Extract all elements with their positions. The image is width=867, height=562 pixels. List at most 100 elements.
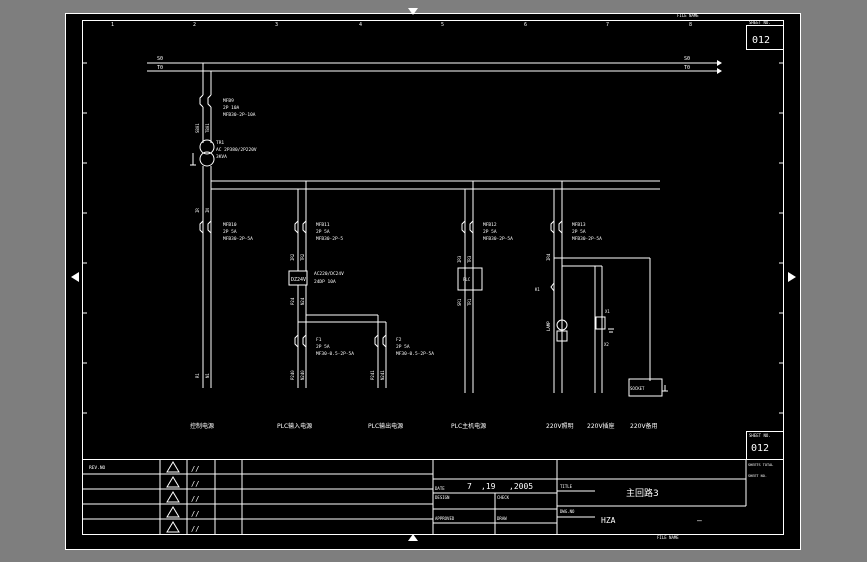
component-label: 3KVA: [216, 154, 227, 160]
wire-number: IR3: [457, 255, 462, 263]
sheet-no: 012: [752, 35, 770, 46]
circuit-caption: PLC输入电源: [277, 422, 312, 430]
bus-label: S0: [157, 56, 163, 62]
component-label: 2P 5A: [223, 229, 237, 235]
revision-mark: //: [191, 525, 199, 533]
component-label: AC220/DC24V: [314, 271, 344, 277]
breaker-mfb13: [550, 220, 563, 234]
wire-number: TR3: [467, 255, 472, 263]
sheet-count-label: SHEETS TOTAL: [748, 463, 773, 467]
sheet-no-label: SHEET NO.: [749, 20, 771, 25]
component-label: MFB30-2P-10A: [223, 112, 256, 118]
column-number: 8: [689, 22, 692, 28]
circuit-caption: PLC主机电源: [451, 422, 486, 430]
component-label: MFB10: [223, 222, 237, 228]
component-label: 2P 5A: [396, 344, 410, 350]
scroll-down-arrow-icon[interactable]: [408, 534, 418, 541]
file-name-label: FILE NAME: [657, 535, 679, 540]
wire-number: P241: [370, 370, 375, 380]
revision-mark: //: [191, 480, 199, 488]
circuit-caption: PLC输出电源: [368, 422, 403, 430]
schematic-drawing: 1 2 3 4 5 6 7 8 SHEET NO. 012 SHEET NO. …: [65, 13, 801, 550]
sheet-no: 012: [751, 443, 769, 454]
component-label: 2P 5A: [483, 229, 497, 235]
scroll-up-arrow-icon[interactable]: [408, 8, 418, 15]
revision-mark: //: [191, 510, 199, 518]
scroll-left-arrow-icon[interactable]: [71, 272, 79, 282]
fuse-f1: [294, 334, 307, 348]
outer-frame: [65, 13, 801, 550]
date-year: ,2005: [509, 482, 533, 491]
sheet-no-label: SHEET NO.: [749, 433, 771, 438]
revision-header: REV.NO: [89, 465, 106, 471]
breaker-mfb10: [199, 220, 212, 234]
design-label: DESIGN: [435, 495, 450, 500]
component-label: 2P 10A: [223, 105, 240, 111]
socket-box: [628, 378, 663, 397]
circuit-caption: 220V照明: [546, 423, 574, 430]
bus-label: T0: [684, 65, 690, 71]
component-label: 2P 5A: [316, 344, 330, 350]
circuit-caption: 220V插座: [587, 422, 615, 430]
scroll-right-arrow-icon[interactable]: [788, 272, 796, 282]
revision-triangles: [166, 461, 180, 533]
wire-number: N241: [380, 370, 385, 380]
column-number: 4: [359, 22, 362, 28]
component-label: 2P 5A: [572, 229, 586, 235]
bus-label: T0: [157, 65, 163, 71]
column-number: 7: [606, 22, 609, 28]
title-block-grid: [82, 459, 784, 535]
approved-label: APPROVED: [435, 516, 455, 521]
circuit-caption: 220V备用: [630, 422, 658, 430]
date-month: 7: [467, 482, 472, 491]
column-number: 3: [275, 22, 278, 28]
wire-number: N1: [205, 373, 210, 378]
component-label: MFB30-2P-5: [316, 236, 343, 242]
component-label: MFB30-2P-5A: [483, 236, 513, 242]
plc-box-label: PLC: [463, 277, 471, 282]
wire-number: R1: [195, 373, 200, 378]
wire-number: N24: [300, 297, 305, 305]
column-number: 6: [524, 22, 527, 28]
wire-number: K1: [535, 287, 540, 292]
breaker-mfb11: [294, 220, 307, 234]
revision-mark: //: [191, 495, 199, 503]
breaker-mfb12: [461, 220, 474, 234]
wire-number: X1: [605, 309, 610, 314]
socket-outlet-symbol: [595, 316, 614, 333]
wire-number: IN: [205, 208, 210, 213]
file-name-label: FILE NAME: [677, 13, 699, 18]
socket-box-label: SOCKET: [630, 386, 645, 391]
component-label: 2P 5A: [316, 229, 330, 235]
column-number: 1: [111, 22, 114, 28]
column-number: 2: [193, 22, 196, 28]
sheet-count-sub: SHEET NO.: [748, 474, 767, 478]
drawing-no-suffix: —: [697, 516, 702, 525]
wire-number: P24: [290, 297, 295, 305]
component-label: F1: [316, 337, 322, 343]
column-number: 5: [441, 22, 444, 28]
wire-number: IR: [195, 208, 200, 213]
bus-t0-arrow: [717, 68, 722, 74]
wire-number: X2: [604, 342, 609, 347]
component-label: MFB11: [316, 222, 330, 228]
wire-number: IR2: [290, 253, 295, 261]
wire-number: SR1: [457, 298, 462, 306]
wire-number: LAMP: [546, 321, 551, 331]
component-label: MFB13: [572, 222, 586, 228]
revision-mark: //: [191, 465, 199, 473]
wire-number: P240: [290, 370, 295, 380]
component-label: AC 2P380/2P220V: [216, 147, 257, 153]
component-label: TR1: [216, 140, 224, 146]
drawing-sheet: 1 2 3 4 5 6 7 8 SHEET NO. 012 SHEET NO. …: [65, 13, 801, 550]
border-ticks: [82, 62, 784, 414]
inner-frame: [82, 20, 784, 535]
drawing-no-label: DWG.NO: [560, 509, 575, 514]
component-label: MF30-0.5-2P-5A: [316, 351, 354, 357]
fuse-f2: [374, 334, 387, 348]
component-label: F2: [396, 337, 402, 343]
drawing-title: 主回路3: [626, 487, 659, 499]
component-label: MFB9: [223, 98, 234, 104]
wire-number: TR2: [300, 253, 305, 261]
bus-s0-arrow: [717, 60, 722, 66]
